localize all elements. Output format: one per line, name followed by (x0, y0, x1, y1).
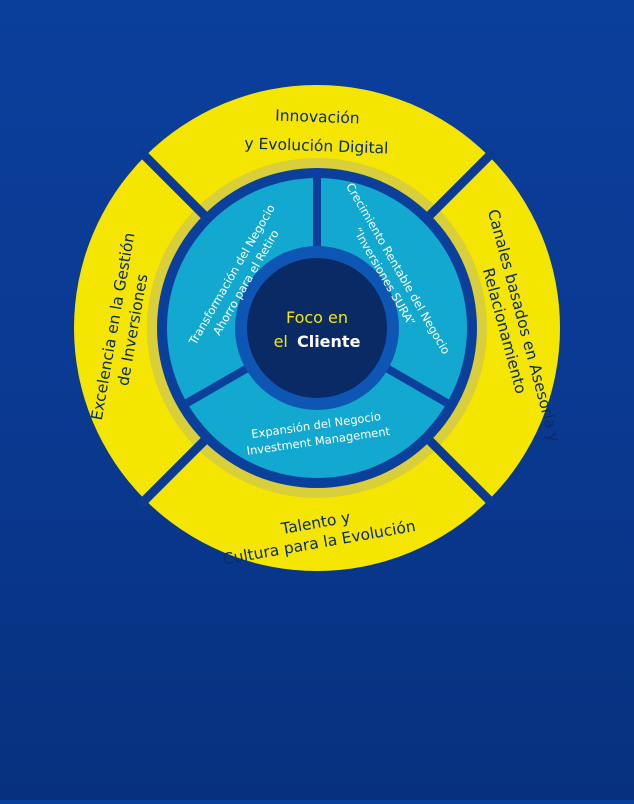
separator-bottom-left (136, 428, 217, 509)
core-line2: el Cliente (274, 332, 361, 351)
core-line2-regular: el (274, 332, 288, 351)
label-top: Innovación y Evolución Digital (244, 107, 389, 158)
core-line2-bold: Cliente (297, 332, 361, 351)
core (247, 258, 387, 398)
separator-top-right (417, 147, 498, 228)
core-line1: Foco en (286, 308, 348, 327)
outer-top-line2: y Evolución Digital (244, 134, 389, 157)
separator-top-left (136, 147, 217, 228)
core-label: Foco en el Cliente (274, 308, 361, 351)
outer-top-line1: Innovación (275, 107, 360, 128)
outer-ring-separators (136, 147, 498, 509)
separator-bottom-right (417, 428, 498, 509)
